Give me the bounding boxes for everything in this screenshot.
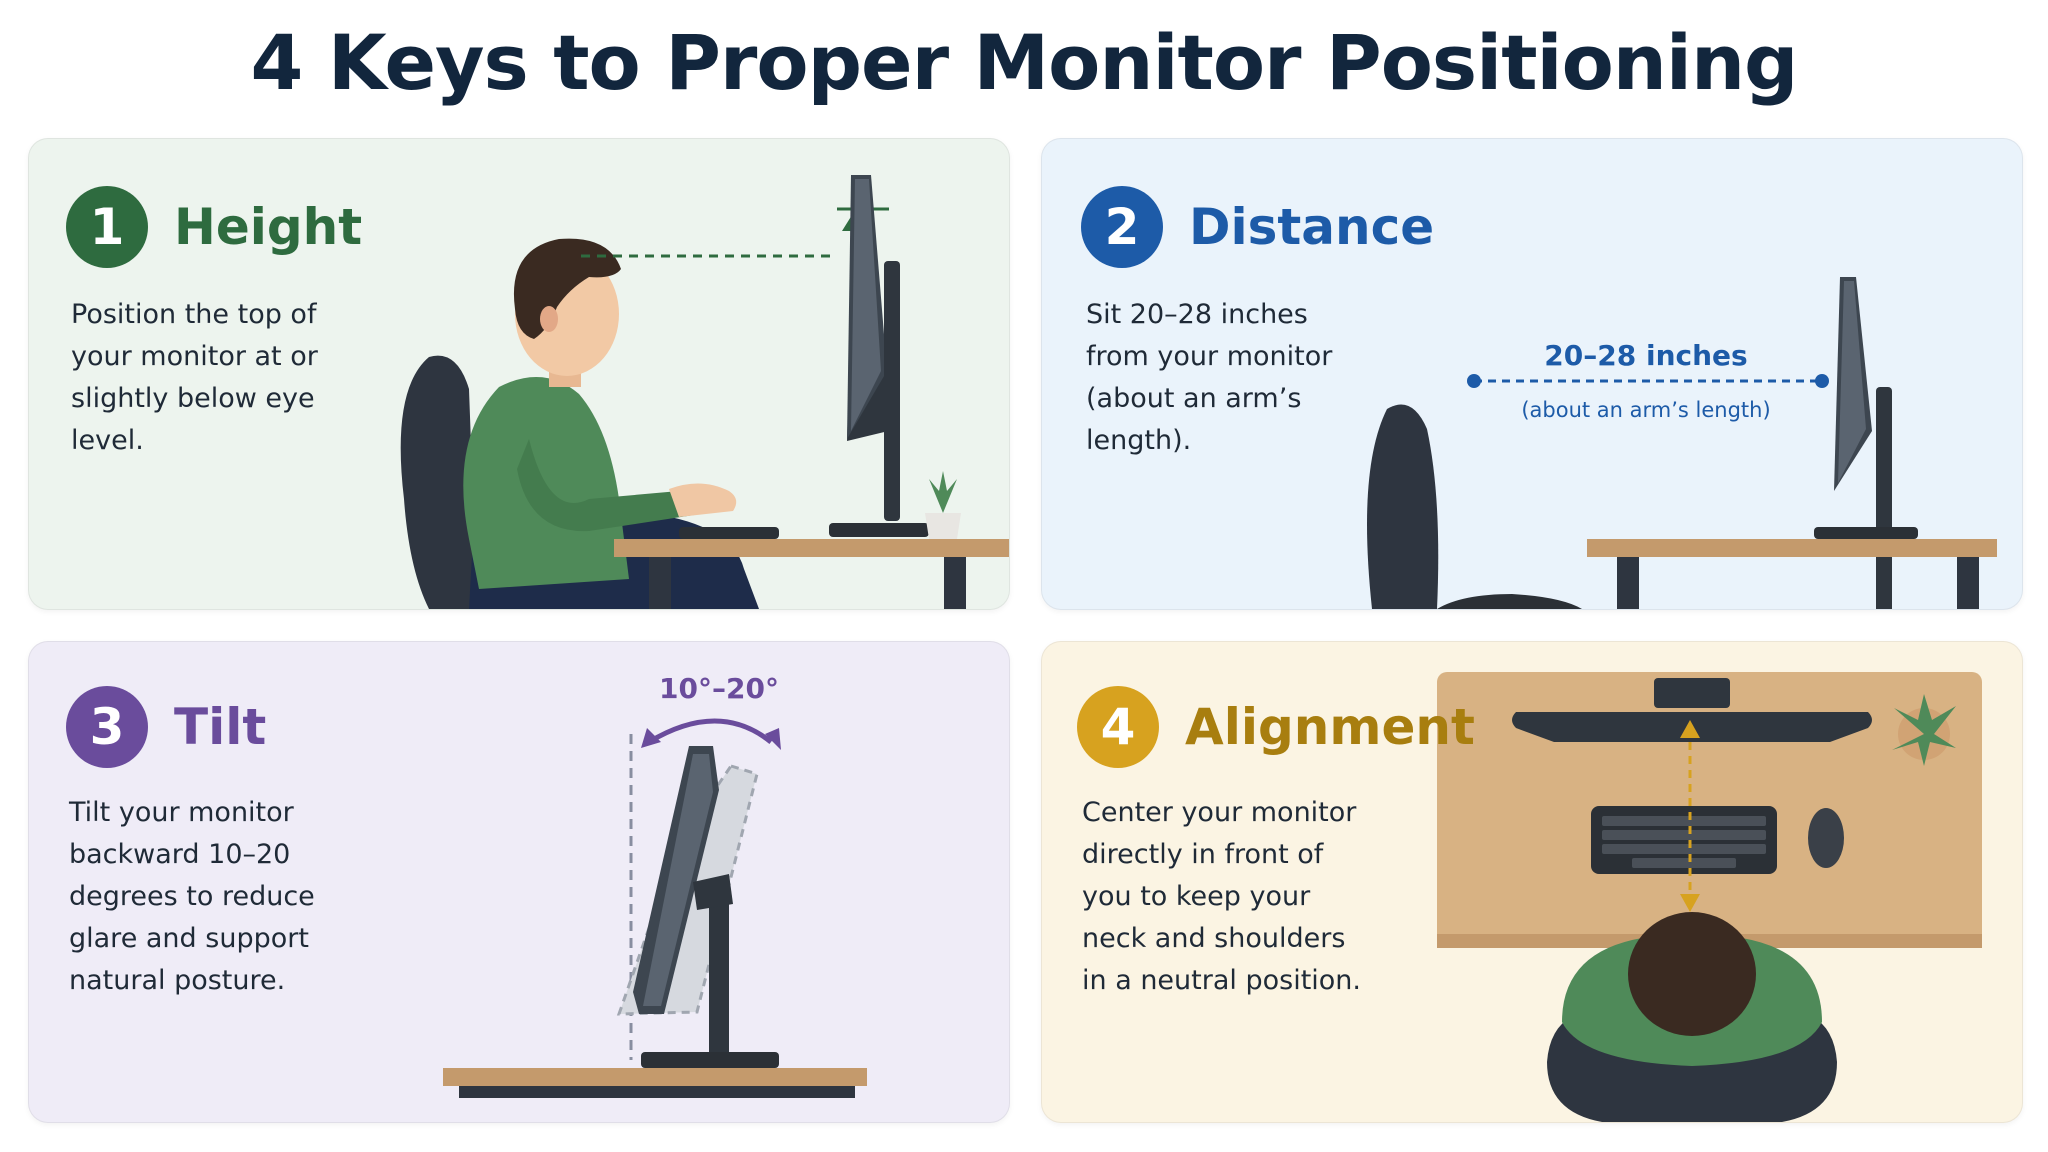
tilt-arc (647, 718, 773, 745)
plant-icon (929, 471, 957, 513)
person-hair (513, 238, 621, 339)
step-number-badge: 2 (1081, 186, 1163, 268)
monitor-stand (884, 261, 900, 521)
distance-illustration: 20–28 inches (about an arm’s length) (1367, 277, 1997, 609)
desk-top (1587, 539, 1997, 557)
monitor-base (1814, 527, 1918, 539)
card-heading: Height (174, 198, 363, 256)
person-ear (540, 306, 558, 332)
distance-measure-label: 20–28 inches (1544, 339, 1747, 372)
card-description: Center your monitor directly in front of… (1082, 797, 1362, 996)
monitor-stand (709, 882, 729, 1060)
alignment-card: 4 Alignment Center your monitor directly… (1041, 641, 2023, 1123)
monitor-base (829, 523, 929, 537)
card-description: Position the top of your monitor at or s… (71, 299, 318, 456)
chair-back (400, 355, 477, 609)
distance-endpoint (1815, 374, 1829, 388)
person-hand (669, 483, 737, 517)
desk-underside (459, 1086, 855, 1098)
chair-seat (1437, 594, 1582, 609)
tilt-angle-label: 10°–20° (659, 672, 779, 705)
monitor-stand-top (1654, 678, 1730, 708)
plant-icon (1892, 694, 1956, 766)
desk-leg (649, 557, 671, 609)
keyboard (679, 527, 779, 539)
desk-leg (1617, 557, 1639, 609)
desk-leg (944, 557, 966, 609)
distance-card: 20–28 inches (about an arm’s length) 2 D… (1041, 138, 2023, 610)
card-heading: Alignment (1185, 698, 1475, 756)
desk-top (443, 1068, 867, 1086)
keyboard-keys (1602, 816, 1766, 868)
desk-top (614, 539, 1009, 557)
card-description: Tilt your monitor backward 10–20 degrees… (69, 797, 315, 996)
monitor-base (641, 1052, 779, 1068)
card-description: Sit 20–28 inches from your monitor (abou… (1086, 299, 1333, 456)
person-head-top-view (1628, 912, 1756, 1036)
height-illustration (400, 175, 1009, 609)
person-torso (463, 377, 629, 589)
step-number-badge: 1 (66, 186, 148, 268)
card-heading: Distance (1189, 198, 1435, 256)
step-number-badge: 4 (1077, 686, 1159, 768)
height-card: 1 Height Position the top of your monito… (28, 138, 1010, 610)
distance-endpoint (1467, 374, 1481, 388)
page-title: 4 Keys to Proper Monitor Positioning (250, 18, 1799, 107)
chair-back (1367, 404, 1439, 609)
distance-measure-sublabel: (about an arm’s length) (1521, 398, 1770, 422)
step-number-badge: 3 (66, 686, 148, 768)
card-heading: Tilt (174, 698, 267, 756)
tilt-illustration: 10°–20° (443, 672, 867, 1098)
plant-pot (925, 513, 961, 539)
tilt-card: 10°–20° 3 Tilt Tilt your monitor backwar… (28, 641, 1010, 1123)
monitor-stand-post (1878, 389, 1890, 539)
desk-leg (1957, 557, 1979, 609)
person-arm (517, 439, 694, 532)
alignment-illustration (1437, 672, 1982, 1122)
mouse (1808, 808, 1844, 868)
